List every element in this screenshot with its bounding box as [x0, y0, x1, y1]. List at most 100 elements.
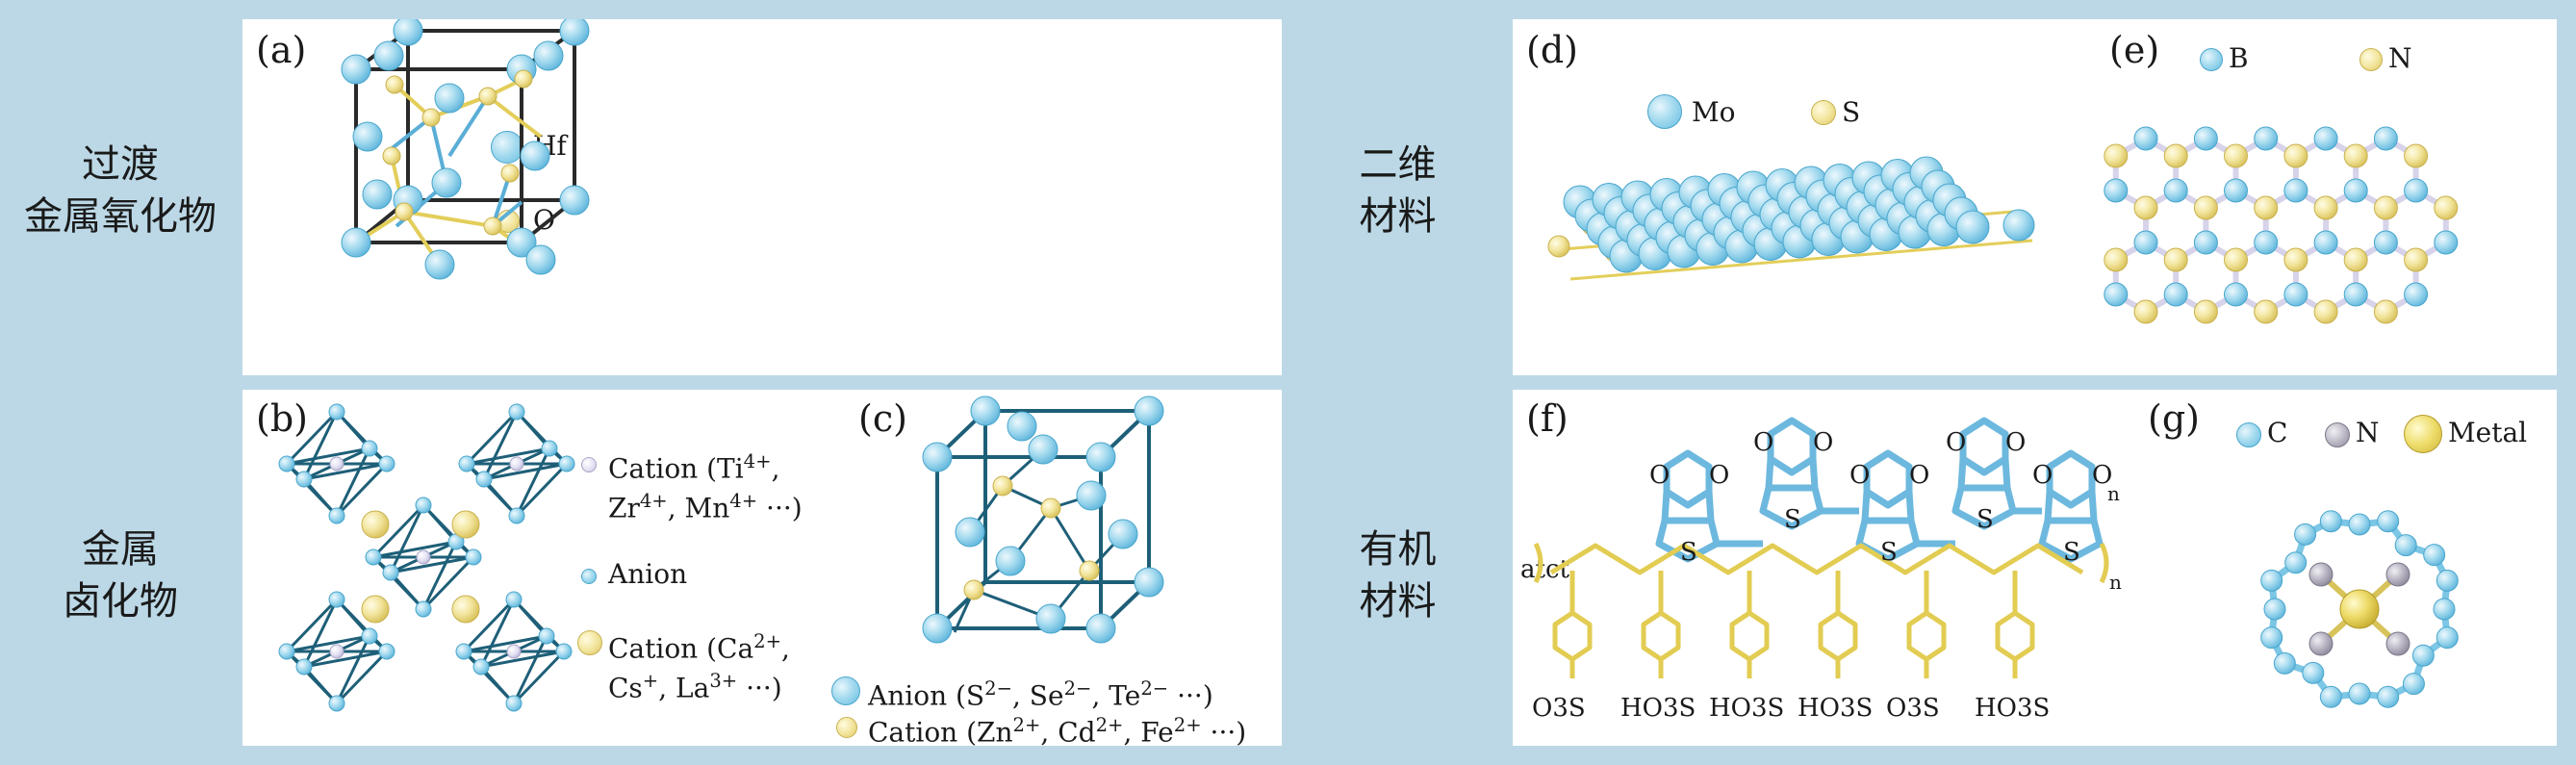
dioxane-ring [1663, 449, 1713, 509]
c-atom [2436, 626, 2459, 650]
category-line: 金属 [82, 526, 159, 572]
bond [1661, 491, 1671, 522]
legend-text: , Cd [1040, 716, 1096, 746]
category-line: 材料 [1359, 193, 1437, 239]
o-atom-label: O [1909, 461, 1930, 490]
b-atom [2313, 126, 2338, 151]
legend-anion-b: Anion [608, 558, 688, 590]
legend-text: , Te [1091, 679, 1141, 712]
b-atom [2343, 282, 2368, 307]
n-atom [2283, 143, 2308, 168]
legend-sup: 2+ [1095, 714, 1124, 736]
s-atom-label: S [1977, 505, 1994, 534]
s-atom-label: S [1680, 538, 1697, 567]
legend-text: ···) [1201, 716, 1247, 746]
n-atom [2404, 247, 2429, 272]
dioxane-ring [2046, 449, 2096, 509]
pss-backbone [1549, 543, 2084, 575]
category-line: 金属氧化物 [24, 193, 217, 239]
n-atom-legend-icon [2325, 422, 2350, 447]
b-atom [2373, 126, 2398, 151]
b-legend-icon [2200, 48, 2223, 71]
c-atom [2302, 661, 2325, 684]
legend-text: Anion (S [868, 679, 985, 712]
bond [1905, 491, 1915, 522]
s-legend-icon [1811, 100, 1836, 125]
2d-materials-structures [1547, 126, 2459, 324]
n-atom [2343, 247, 2368, 272]
pedot-pss-and-porphyrin [1533, 417, 2459, 708]
panel-label-b: (b) [256, 397, 308, 440]
metal-legend-icon [2404, 415, 2442, 453]
n-atom [2343, 143, 2368, 168]
b-atom [2373, 230, 2398, 255]
n-atom [2104, 143, 2129, 168]
bond [1765, 458, 1774, 489]
legend-sup: 2+ [1173, 714, 1202, 736]
n-atom [2385, 631, 2410, 656]
sulfonate-label: HO3S [1798, 694, 1874, 723]
hfo2-unit-cell [341, 19, 590, 280]
n-atom [2404, 143, 2429, 168]
legend-text: ···) [737, 672, 782, 704]
sulfonate-label: HO3S [1709, 694, 1785, 723]
legend-sup: 2− [1140, 677, 1169, 700]
n-atom [2308, 562, 2334, 587]
legend-sup: 3+ [709, 670, 738, 693]
category-line: 二维 [1359, 141, 1437, 187]
legend-text: Cation (Ti [608, 452, 744, 485]
o-atom-label: O [2092, 461, 2113, 490]
n-atom [2434, 195, 2459, 220]
legend-text: , Mn [667, 492, 730, 524]
cation-c-legend-icon [836, 717, 857, 738]
cation-b-legend-icon [581, 457, 597, 472]
n-atom [2308, 631, 2334, 656]
o-atom-label: O [1649, 461, 1671, 490]
legend-text: Cs [608, 672, 643, 704]
category-organic-materials: 有机材料 [1285, 385, 1511, 765]
sulfonate-label: O3S [1532, 694, 1586, 723]
bond [1861, 491, 1871, 522]
s-atom-label: S [1784, 505, 1801, 534]
c-atom [2433, 598, 2456, 621]
b-atom [2404, 282, 2429, 307]
s-atom [1547, 235, 1570, 258]
n-atom [2163, 247, 2188, 272]
category-metal-halides: 金属卤化物 [0, 385, 241, 765]
c-atom [2377, 685, 2400, 708]
n-atom [2385, 562, 2410, 587]
n-atom [2313, 299, 2338, 324]
n-atom [2133, 299, 2158, 324]
legend-sup: + [642, 670, 659, 693]
panel-label-e: (e) [2109, 29, 2160, 71]
panel-label-d: (d) [1526, 29, 1578, 71]
n-atom [2373, 195, 2398, 220]
c-atom [2260, 626, 2283, 650]
thiophene-ring [2038, 517, 2104, 563]
thiophene-ring [1759, 484, 1824, 530]
b-atom [2404, 178, 2429, 203]
c-atom [2423, 544, 2446, 567]
legend-sup: 4+ [729, 490, 758, 513]
b-atom [2163, 178, 2188, 203]
benzene-ring [1818, 610, 1858, 662]
b-atom [2434, 230, 2459, 255]
bond [1957, 458, 1967, 489]
legend-b: B [2229, 42, 2249, 74]
b-atom [2283, 178, 2308, 203]
s-atom-label: S [1880, 538, 1898, 567]
sulfonate-label: O3S [1886, 694, 1940, 723]
legend-text: Cation (Zn [868, 716, 1013, 746]
legend-text: , La [658, 672, 710, 704]
n-atom [2224, 143, 2248, 168]
legend-metal: Metal [2448, 417, 2528, 448]
hf-atoms [341, 19, 590, 280]
o-atom-label: O [1709, 461, 1730, 490]
b-atom [2313, 230, 2338, 255]
legend-text: , [771, 452, 780, 485]
b-atom [2133, 230, 2158, 255]
category-transition-metal-oxides: 过渡金属氧化物 [0, 0, 241, 380]
legend-text: , Se [1012, 679, 1064, 712]
c-atom [2319, 510, 2342, 533]
